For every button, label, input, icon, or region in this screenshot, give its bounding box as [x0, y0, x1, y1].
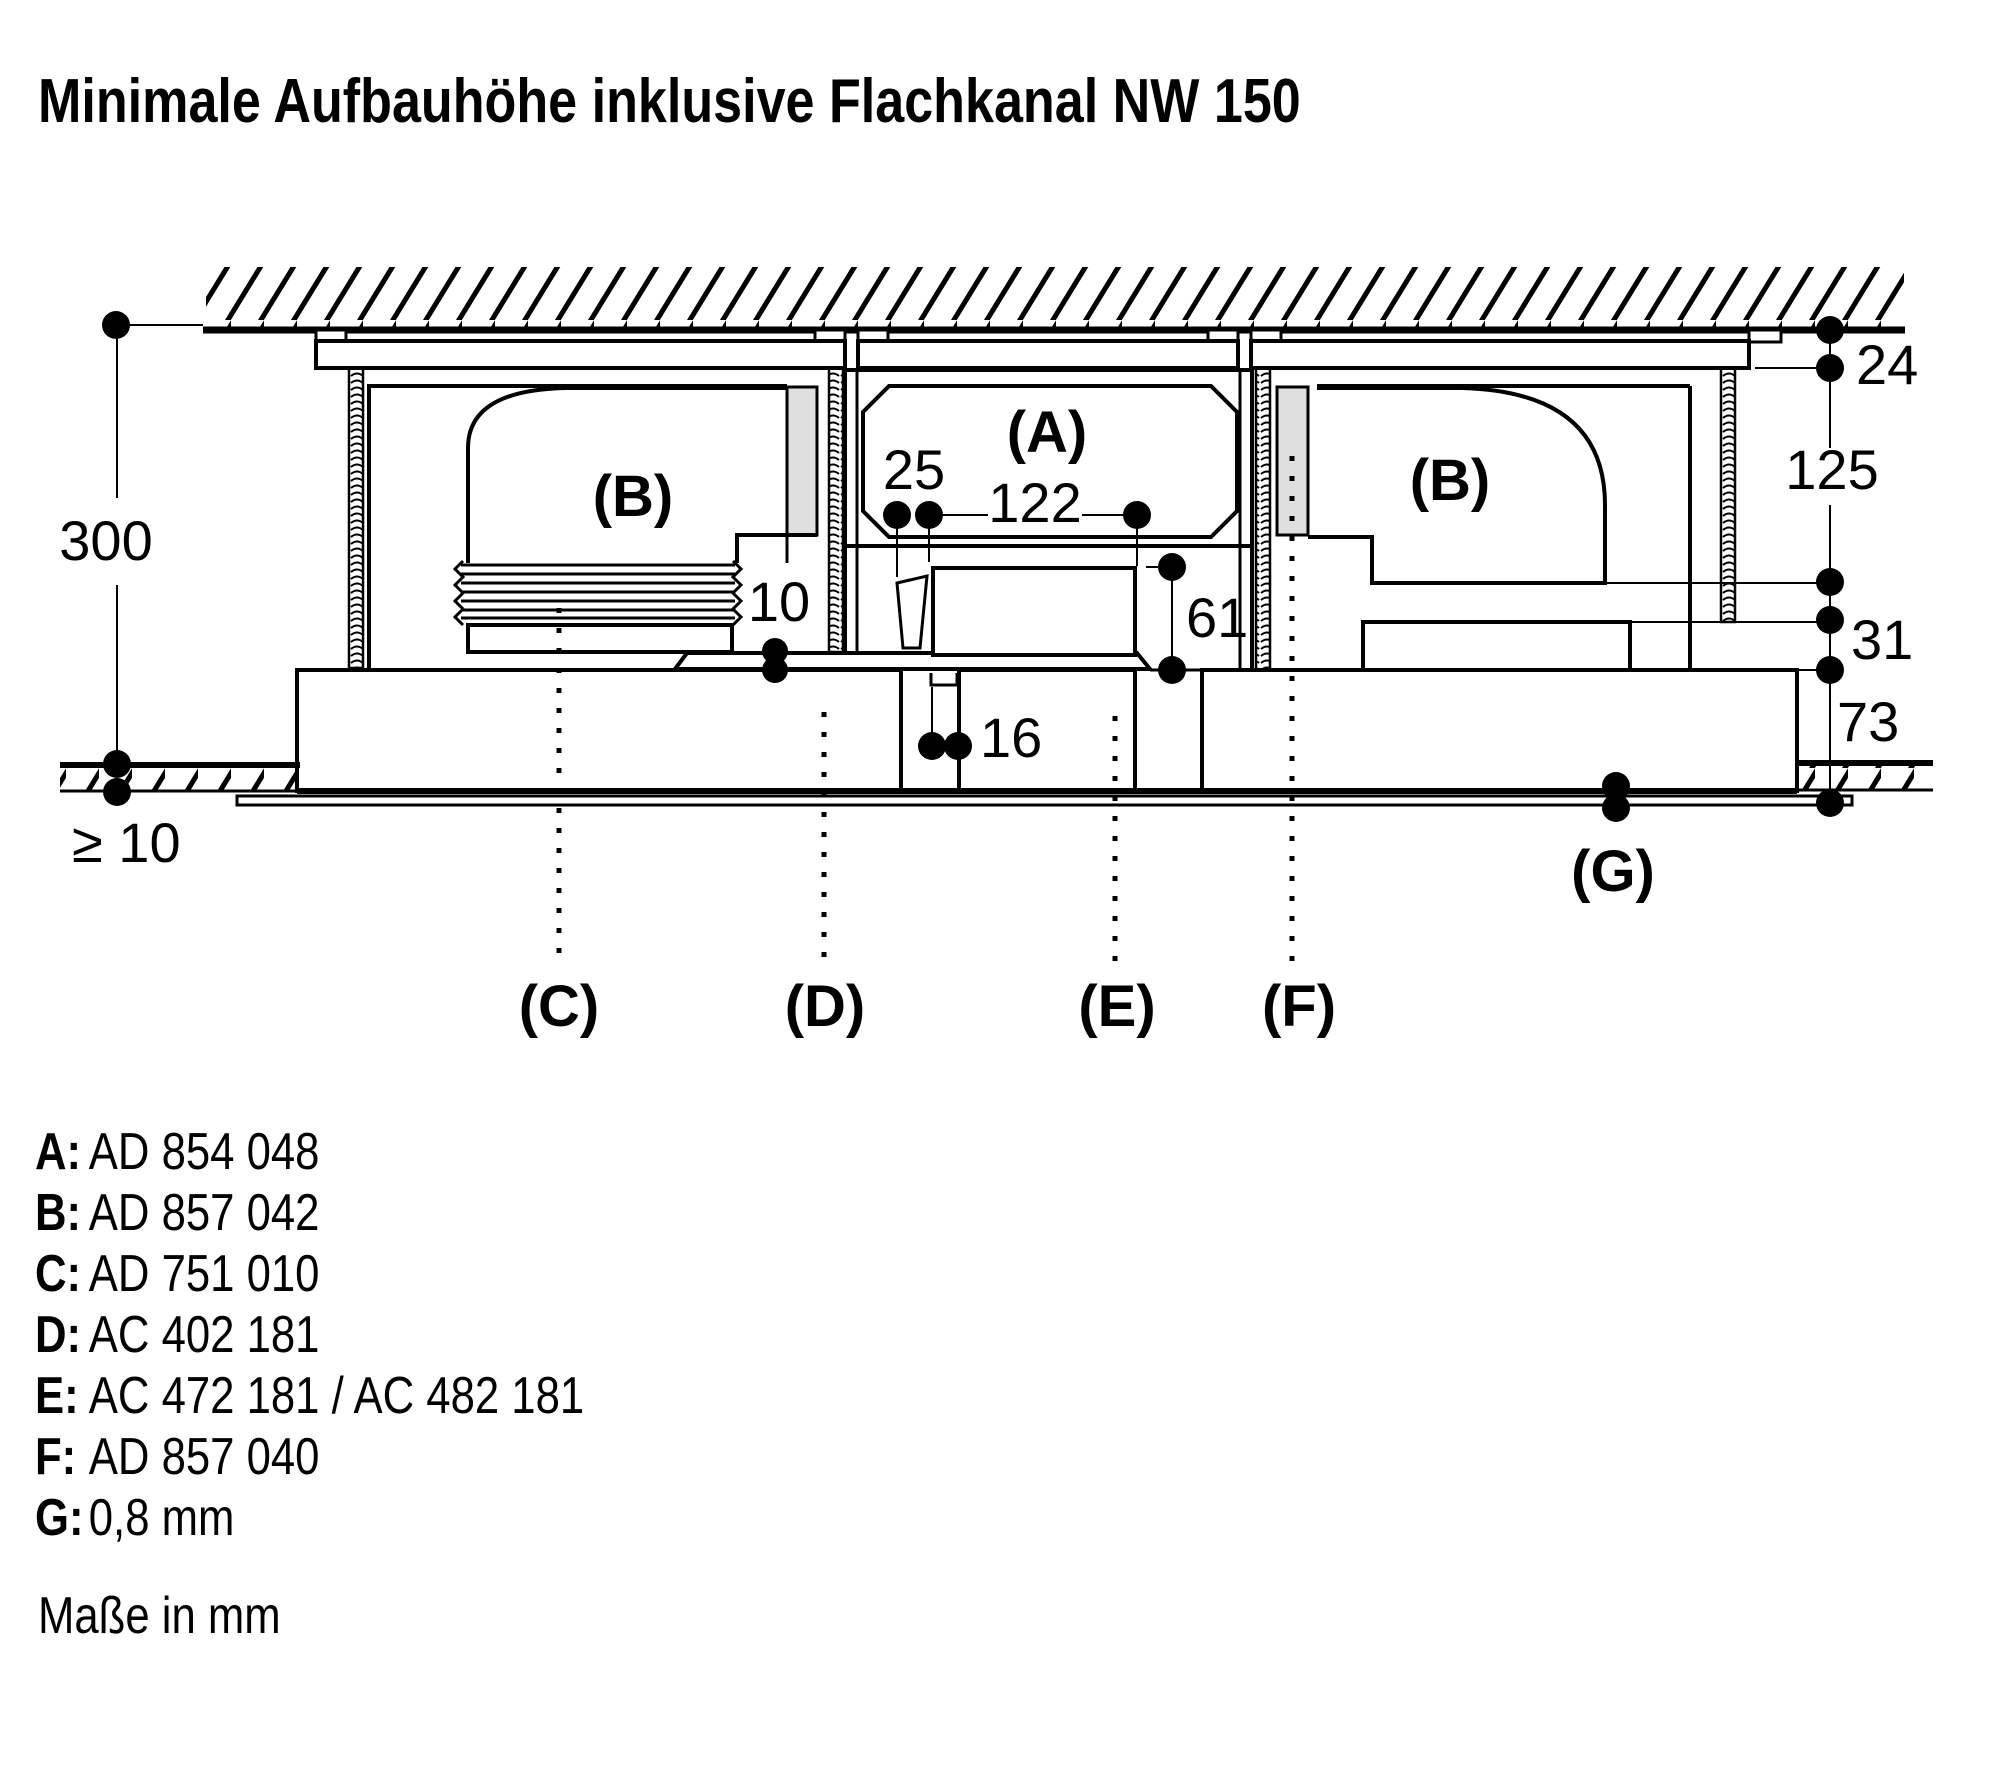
label-part-b-right: (B)	[1410, 448, 1491, 513]
ceiling-hatch	[203, 267, 1905, 334]
flat-duct-cross-section	[861, 384, 1239, 539]
dim-floor-clearance: ≥ 10	[72, 811, 181, 874]
legend-row: D: AC 402 181	[35, 1305, 584, 1366]
label-part-e: (E)	[1078, 974, 1155, 1039]
legend-value: AD 854 048	[88, 1123, 320, 1181]
page-title: Minimale Aufbauhöhe inklusive Flachkanal…	[38, 67, 1301, 136]
legend-key: B:	[35, 1184, 82, 1242]
parts-legend: A: AD 854 048 B: AD 857 042 C: AD 751 01…	[35, 1122, 689, 1549]
bottom-sheet-panel	[235, 794, 1854, 807]
drain-funnel	[895, 574, 929, 650]
legend-row: C: AD 751 010	[35, 1244, 584, 1305]
legend-value: AD 857 042	[88, 1184, 320, 1242]
label-part-a: (A)	[1007, 400, 1088, 465]
dim-lower-duct-width: 16	[980, 706, 1042, 769]
legend-row: E: AC 472 181 / AC 482 181	[35, 1366, 584, 1427]
label-part-b-left: (B)	[593, 464, 674, 529]
label-part-g: (G)	[1571, 839, 1655, 904]
mounting-plates	[314, 328, 1783, 370]
label-part-d: (D)	[785, 974, 866, 1039]
legend-row: F: AD 857 040	[35, 1427, 584, 1488]
legend-key: C:	[35, 1245, 82, 1303]
legend-value: AC 402 181	[88, 1306, 320, 1364]
dim-ceiling-gap: 24	[1856, 333, 1918, 396]
plinth-base	[235, 668, 1854, 807]
left-connector-strip	[785, 385, 819, 537]
corrugated-duct	[452, 559, 744, 627]
label-part-c: (C)	[519, 974, 600, 1039]
legend-value: AC 472 181 / AC 482 181	[88, 1367, 585, 1425]
legend-key: E:	[35, 1367, 79, 1425]
legend-value: 0,8 mm	[88, 1489, 235, 1547]
dimension-right	[1605, 316, 1844, 817]
legend-key: F:	[35, 1428, 77, 1486]
dim-lower-right: 73	[1837, 690, 1899, 753]
legend-row: G: 0,8 mm	[35, 1488, 584, 1549]
dim-duct-offset: 25	[883, 438, 945, 501]
right-lower-shelf	[1361, 620, 1632, 672]
right-duct-module	[1275, 384, 1692, 672]
floor-left	[60, 762, 300, 793]
legend-row: A: AD 854 048	[35, 1122, 584, 1183]
units-note: Maße in mm	[38, 1587, 281, 1645]
legend-value: AD 857 040	[88, 1428, 320, 1486]
dim-duct-length: 122	[988, 471, 1081, 534]
dim-spacer-thickness: 10	[748, 570, 810, 633]
dimension-left	[102, 311, 203, 806]
label-part-f: (F)	[1262, 974, 1336, 1039]
right-connector-strip	[1275, 385, 1310, 537]
legend-key: G:	[35, 1489, 84, 1547]
dim-upper-right: 125	[1785, 438, 1878, 501]
dim-mid-right: 31	[1851, 608, 1913, 671]
dim-total-height: 300	[59, 509, 152, 572]
legend-value: AD 751 010	[88, 1245, 320, 1303]
legend-row: B: AD 857 042	[35, 1183, 584, 1244]
legend-key: A:	[35, 1123, 82, 1181]
floor-right	[1798, 760, 1933, 792]
part-leader-lines	[556, 456, 1295, 962]
g-markers	[1602, 772, 1630, 822]
blower-outlet-box	[931, 566, 1137, 657]
dim-outlet-height: 61	[1186, 586, 1248, 649]
legend-key: D:	[35, 1306, 82, 1364]
center-duct-module	[843, 368, 1254, 687]
dimension-center	[762, 501, 1186, 760]
